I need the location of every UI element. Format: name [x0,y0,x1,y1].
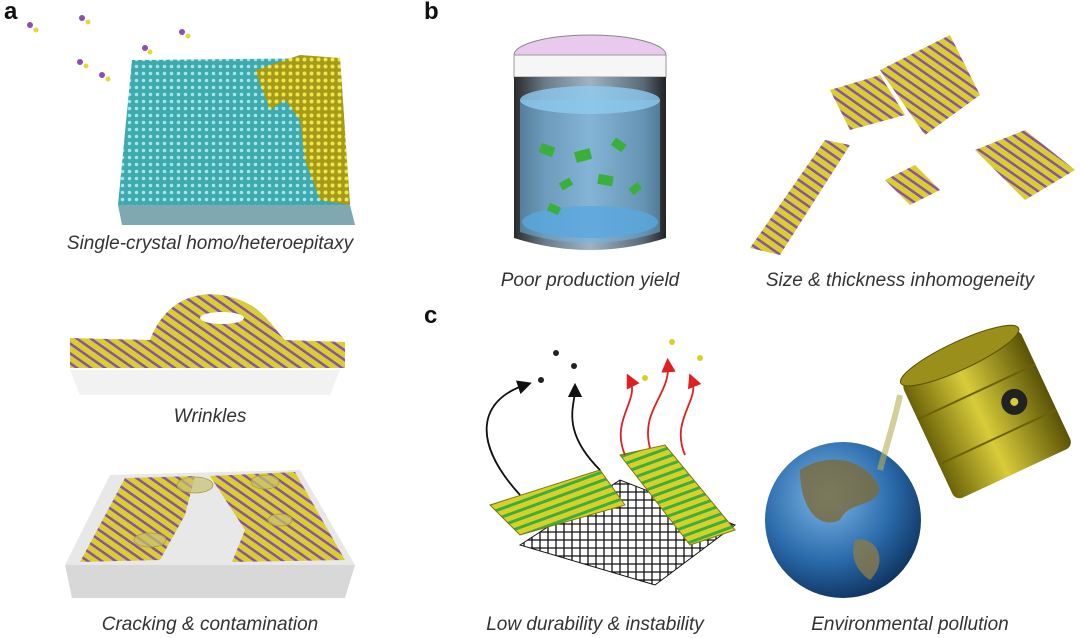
flakes-illustration [750,35,1075,255]
caption-wrinkles: Wrinkles [173,406,247,427]
panel-letter-c: c [424,302,438,329]
pollution-illustration [765,324,1071,598]
caption-size: Size & thickness inhomogeneity [765,270,1035,291]
caption-yield: Poor production yield [500,270,680,291]
caption-durability: Low durability & instability [486,614,704,635]
wrinkles-illustration [70,294,345,395]
jar-illustration [513,34,667,250]
caption-pollution: Environmental pollution [811,614,1009,635]
caption-epitaxy: Single-crystal homo/heteroepitaxy [66,233,354,254]
caption-cracking: Cracking & contamination [101,614,319,635]
epitaxy-illustration [27,15,355,225]
cracking-illustration [65,470,355,598]
panel-letter-b: b [424,0,439,25]
panel-letter-a: a [4,0,18,25]
durability-illustration [485,339,737,586]
